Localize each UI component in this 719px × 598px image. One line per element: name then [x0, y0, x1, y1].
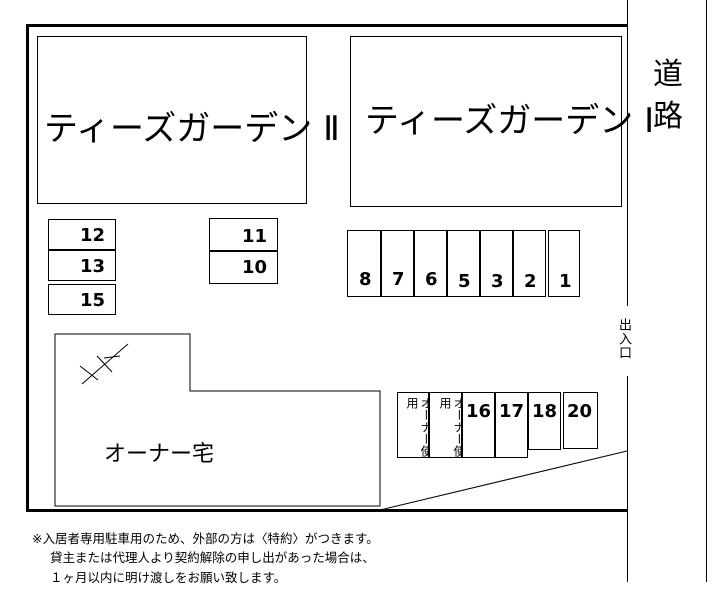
parking-space-1: 1 [548, 230, 580, 297]
parking-space-11: 11 [209, 218, 278, 251]
site-boundary [26, 24, 628, 512]
notice-line-3: １ヶ月以内に明け渡しをお願い致します。 [50, 570, 287, 585]
parking-space-owner-2: オーナー使用 [429, 392, 466, 458]
parking-space-owner-1: オーナー使用 [397, 392, 433, 458]
parking-space-2: 2 [513, 230, 546, 297]
parking-space-3: 3 [480, 230, 513, 297]
owner-house-label: オーナー宅 [104, 442, 215, 467]
parking-number: 13 [79, 256, 105, 277]
parking-number: 3 [491, 271, 504, 292]
parking-number: 2 [524, 271, 537, 292]
site-edge-lower [627, 376, 628, 582]
parking-number: 8 [359, 269, 372, 290]
owner-house-symbol [79, 343, 129, 385]
entrance-label: 出入口 [616, 318, 631, 360]
parking-number: 1 [559, 271, 572, 292]
parking-space-5: 5 [447, 230, 480, 297]
road-label: 道 路 [653, 57, 683, 134]
parking-number: 16 [466, 401, 492, 422]
parking-space-20: 20 [563, 392, 598, 449]
parking-number: 11 [241, 226, 267, 247]
parking-number: 6 [425, 269, 438, 290]
parking-space-18: 18 [528, 392, 561, 450]
parking-number: 10 [241, 257, 267, 278]
parking-space-16: 16 [462, 392, 495, 458]
building-garden-2: ティーズガーデン Ⅱ [37, 36, 340, 204]
parking-number: 18 [532, 401, 558, 422]
parking-space-13: 13 [48, 250, 116, 281]
parking-space-7: 7 [381, 230, 414, 297]
parking-number: 12 [79, 225, 105, 246]
road-right-edge [706, 0, 707, 582]
notice-line-1: ※入居者専用駐車用のため、外部の方は〈特約〉がつきます。 [32, 531, 379, 546]
building-garden-2-label: ティーズガーデン Ⅱ [44, 109, 340, 149]
building-garden-1: ティーズガーデン Ⅰ [350, 36, 654, 207]
parking-number: 17 [499, 401, 525, 422]
parking-space-6: 6 [414, 230, 447, 297]
parking-number: 20 [567, 401, 593, 422]
parking-space-17: 17 [495, 392, 528, 458]
parking-number: 5 [458, 271, 471, 292]
parking-space-12: 12 [48, 219, 116, 250]
parking-space-15: 15 [48, 284, 116, 315]
notice-line-2: 貸主または代理人より契約解除の申し出があった場合は、 [50, 550, 375, 565]
parking-number: 15 [79, 290, 105, 311]
site-edge-upper [627, 0, 628, 306]
parking-space-8: 8 [347, 230, 381, 297]
parking-space-10: 10 [209, 251, 278, 284]
building-garden-1-label: ティーズガーデン Ⅰ [365, 101, 655, 141]
parking-number: 7 [392, 269, 405, 290]
